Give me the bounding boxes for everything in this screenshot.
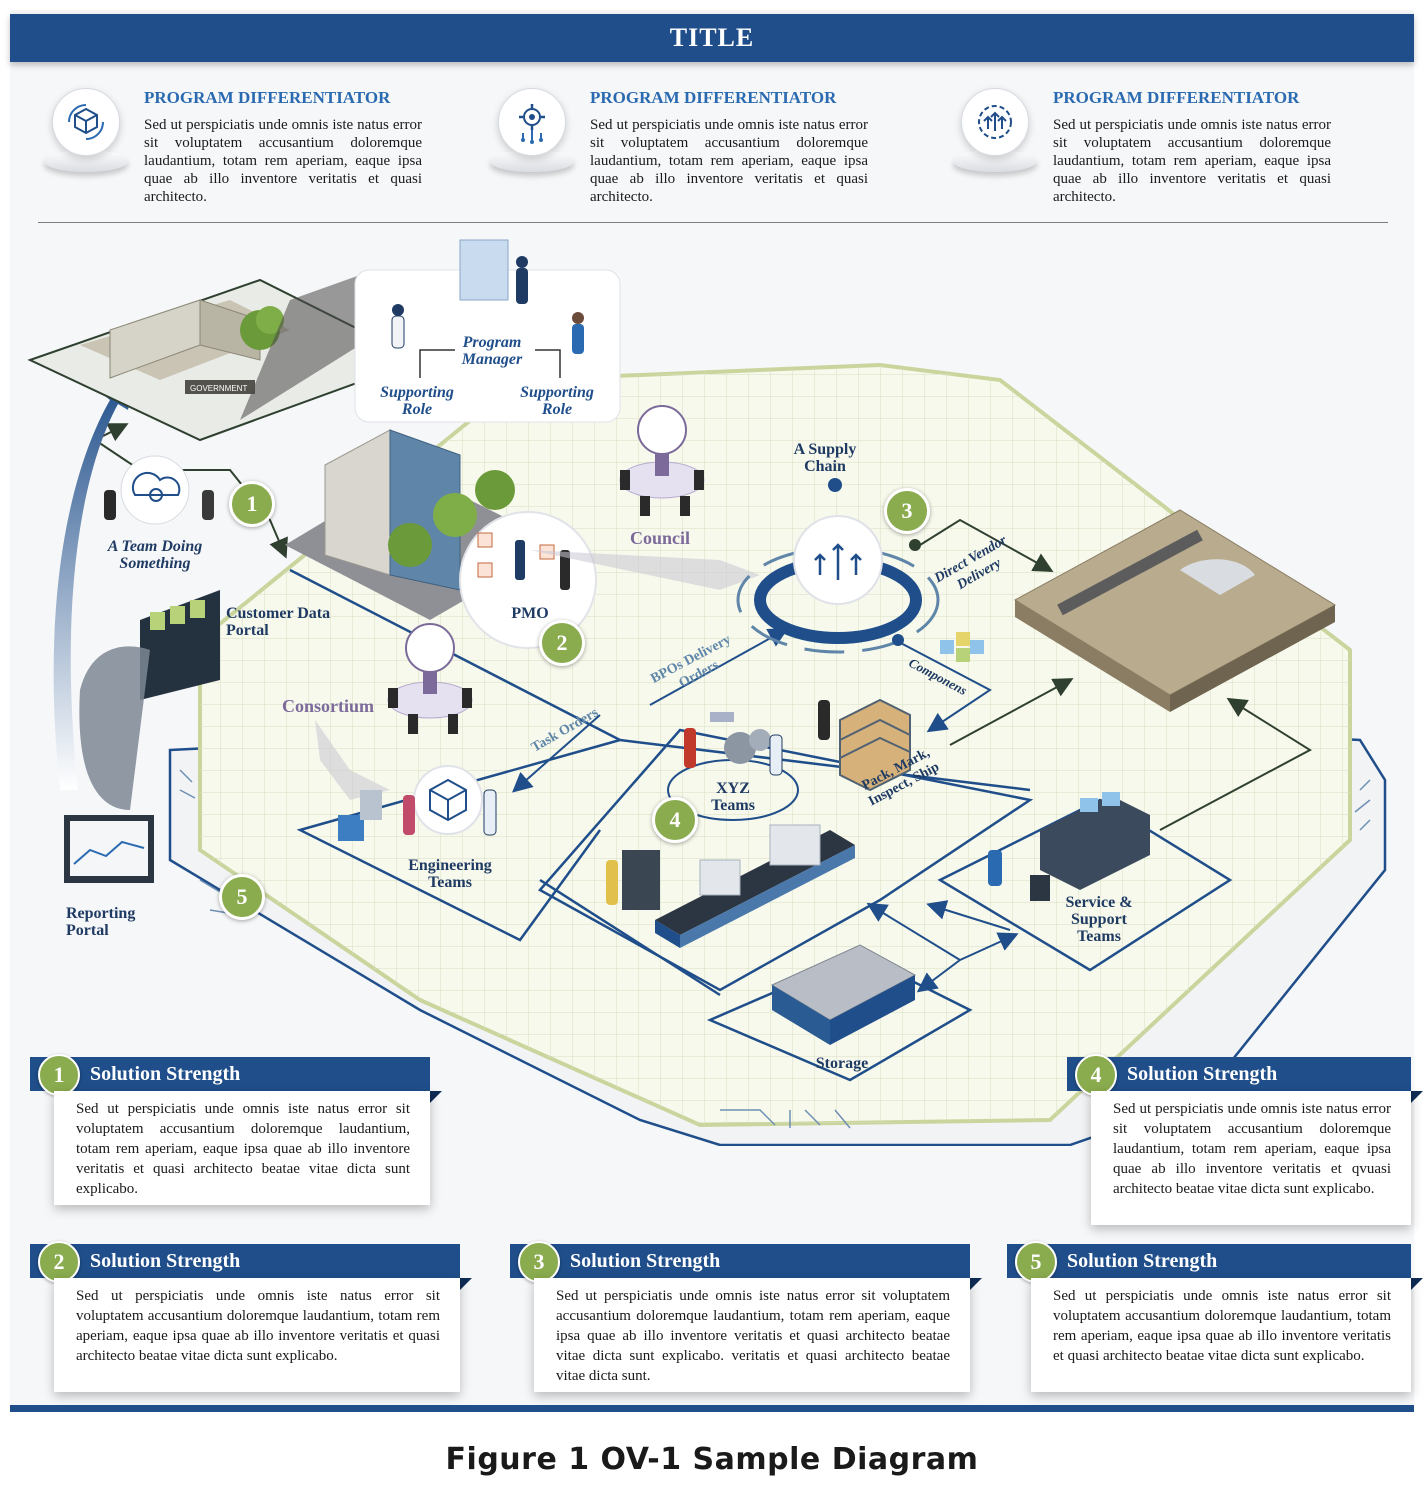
assembly-line	[606, 824, 855, 948]
pmo-circle	[459, 511, 597, 649]
team-doing-label: A Team Doing Something	[107, 538, 203, 572]
consortium-label: Consortium	[281, 696, 374, 716]
differentiator-body: Sed ut perspiciatis unde omnis iste natu…	[144, 117, 422, 205]
reporting-portal-label: Reporting Portal	[66, 905, 136, 939]
program-manager-label: Program Manager	[461, 334, 523, 368]
engineering-label: Engineering Teams	[408, 857, 492, 891]
team-icon	[104, 455, 214, 525]
ov1-diagram: GOVERNMENT	[27, 239, 1387, 1146]
differentiator-1: PROGRAM DIFFERENTIATOR Sed ut perspiciat…	[44, 88, 464, 218]
strength-number: 4	[1075, 1054, 1117, 1096]
strength-number: 1	[38, 1054, 80, 1096]
strength-title: Solution Strength	[1067, 1057, 1411, 1091]
strength-body: Sed ut perspiciatis unde omnis iste natu…	[556, 1288, 950, 1384]
storage-label: Storage	[815, 1055, 869, 1072]
strength-title: Solution Strength	[30, 1057, 430, 1091]
supporting-role-right-label: Supporting Role	[520, 384, 594, 418]
strength-title: Solution Strength	[1007, 1244, 1411, 1278]
supporting-role-left-label: Supporting Role	[380, 384, 454, 418]
strength-body: Sed ut perspiciatis unde omnis iste natu…	[76, 1288, 440, 1364]
differentiator-body: Sed ut perspiciatis unde omnis iste natu…	[590, 117, 868, 205]
marker-4: 4	[652, 797, 698, 843]
customer-data-portal	[64, 590, 220, 883]
gear-network-icon	[490, 88, 582, 180]
customer-portal-label: Customer Data Portal	[226, 605, 331, 639]
xyz-teams	[667, 700, 830, 821]
portal-to-government-arrow	[53, 370, 136, 790]
service-label: Service & Support Teams	[1065, 894, 1133, 945]
strength-body: Sed ut perspiciatis unde omnis iste natu…	[1053, 1288, 1391, 1364]
engineering-teams	[338, 765, 497, 841]
divider	[38, 222, 1388, 223]
service-support	[988, 792, 1150, 901]
council-table	[619, 405, 705, 516]
strength-body: Sed ut perspiciatis unde omnis iste natu…	[76, 1101, 410, 1197]
marker-1: 1	[229, 481, 275, 527]
supply-chain-label: A Supply Chain	[793, 441, 857, 475]
differentiator-heading: PROGRAM DIFFERENTIATOR	[144, 88, 391, 107]
marker-2: 2	[539, 620, 585, 666]
warehouse-shelves	[839, 698, 911, 792]
box-cycle-icon	[44, 88, 136, 180]
consortium-table	[387, 623, 473, 734]
strength-title: Solution Strength	[510, 1244, 970, 1278]
storage-building	[770, 944, 917, 1045]
page-title: TITLE	[10, 14, 1414, 62]
supply-chain-hub	[736, 478, 940, 654]
pmo-label: PMO	[511, 605, 549, 622]
marker-5: 5	[219, 874, 265, 920]
differentiator-3: PROGRAM DIFFERENTIATOR Sed ut perspiciat…	[953, 88, 1373, 218]
component-cubes	[940, 632, 984, 662]
strength-number: 5	[1015, 1241, 1057, 1283]
strength-number: 2	[38, 1241, 80, 1283]
strength-title: Solution Strength	[30, 1244, 460, 1278]
airfield	[1014, 509, 1336, 712]
bottom-rule	[10, 1405, 1414, 1412]
differentiator-2: PROGRAM DIFFERENTIATOR Sed ut perspiciat…	[490, 88, 910, 218]
supply-gear-icon	[953, 88, 1045, 180]
differentiator-body: Sed ut perspiciatis unde omnis iste natu…	[1053, 117, 1331, 205]
strength-body: Sed ut perspiciatis unde omnis iste natu…	[1113, 1101, 1391, 1197]
government-sign: GOVERNMENT	[190, 384, 247, 393]
figure-caption: Figure 1 OV-1 Sample Diagram	[445, 1442, 979, 1477]
differentiator-heading: PROGRAM DIFFERENTIATOR	[1053, 88, 1300, 107]
marker-3: 3	[884, 488, 930, 534]
strength-number: 3	[518, 1241, 560, 1283]
xyz-teams-label: XYZ Teams	[711, 780, 755, 814]
differentiator-heading: PROGRAM DIFFERENTIATOR	[590, 88, 837, 107]
council-label: Council	[629, 528, 690, 548]
